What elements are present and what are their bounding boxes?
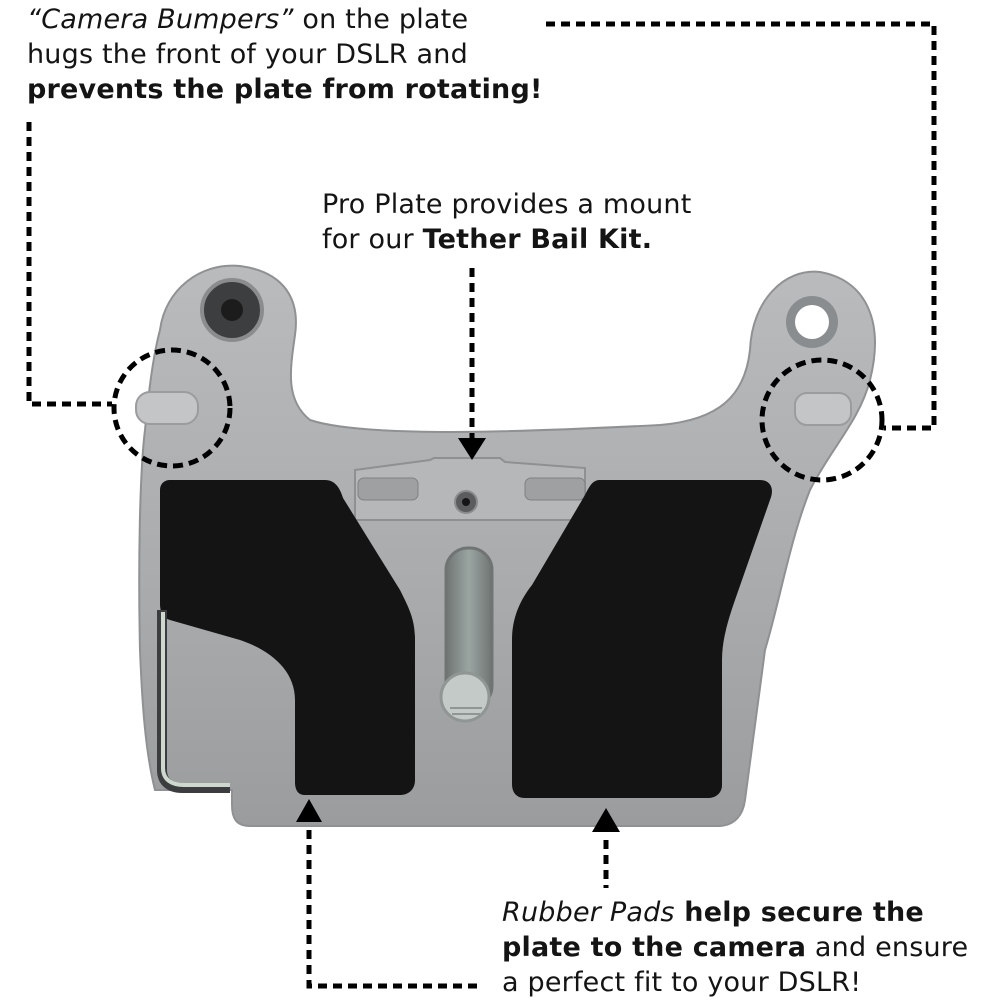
hex-key-highlight xyxy=(161,612,230,787)
rubber-pad-right xyxy=(512,480,772,798)
lug-hole-opening xyxy=(795,305,829,339)
tether-screw-socket xyxy=(462,498,470,506)
callout-pads-title: Rubber Pads xyxy=(502,897,675,928)
callout-bumpers-line2: hugs the front of your DSLR and xyxy=(27,39,468,70)
callout-rubber-pads: Rubber Pads help secure the plate to the… xyxy=(502,895,992,1000)
hex-socket-icon xyxy=(221,299,243,321)
callout-pads-line2: plate to the camera xyxy=(502,932,807,963)
arrowhead-up-icon xyxy=(296,799,322,822)
arrowhead-down-icon xyxy=(458,438,486,460)
callout-tether-bail: Pro Plate provides a mount for our Tethe… xyxy=(322,187,752,257)
leader-bumpers-left xyxy=(26,122,112,407)
callout-bumpers-title: “Camera Bumpers” xyxy=(27,4,294,35)
callout-tether-kit: Tether Bail Kit. xyxy=(422,224,653,255)
mount-slot-left xyxy=(357,477,419,501)
leader-pads-left xyxy=(306,830,480,989)
mount-slot-right xyxy=(524,477,586,501)
callout-pads-line3: a perfect fit to your DSLR! xyxy=(502,967,862,998)
callout-bumpers-line1: on the plate xyxy=(293,4,469,35)
camera-plate xyxy=(135,264,876,827)
leader-bumpers-right xyxy=(546,21,937,431)
rubber-pad-left xyxy=(160,480,415,795)
callout-tether-line1: Pro Plate provides a mount xyxy=(322,189,692,220)
highlight-ring-right xyxy=(759,357,885,483)
arrowhead-up-icon xyxy=(592,808,620,832)
bumper-right xyxy=(794,392,852,426)
callout-camera-bumpers: “Camera Bumpers” on the plate hugs the f… xyxy=(27,2,547,107)
bumper-left xyxy=(135,391,199,425)
highlight-ring-left xyxy=(111,347,233,469)
callout-pads-line1: help secure the xyxy=(674,897,924,928)
tether-mount xyxy=(354,457,586,521)
callout-bumpers-line3: prevents the plate from rotating! xyxy=(27,74,543,105)
leader-lines xyxy=(26,21,937,989)
callout-pads-line2b: and ensure xyxy=(806,932,969,963)
mount-screw-thread xyxy=(450,707,482,715)
callout-tether-line2: for our xyxy=(322,224,423,255)
